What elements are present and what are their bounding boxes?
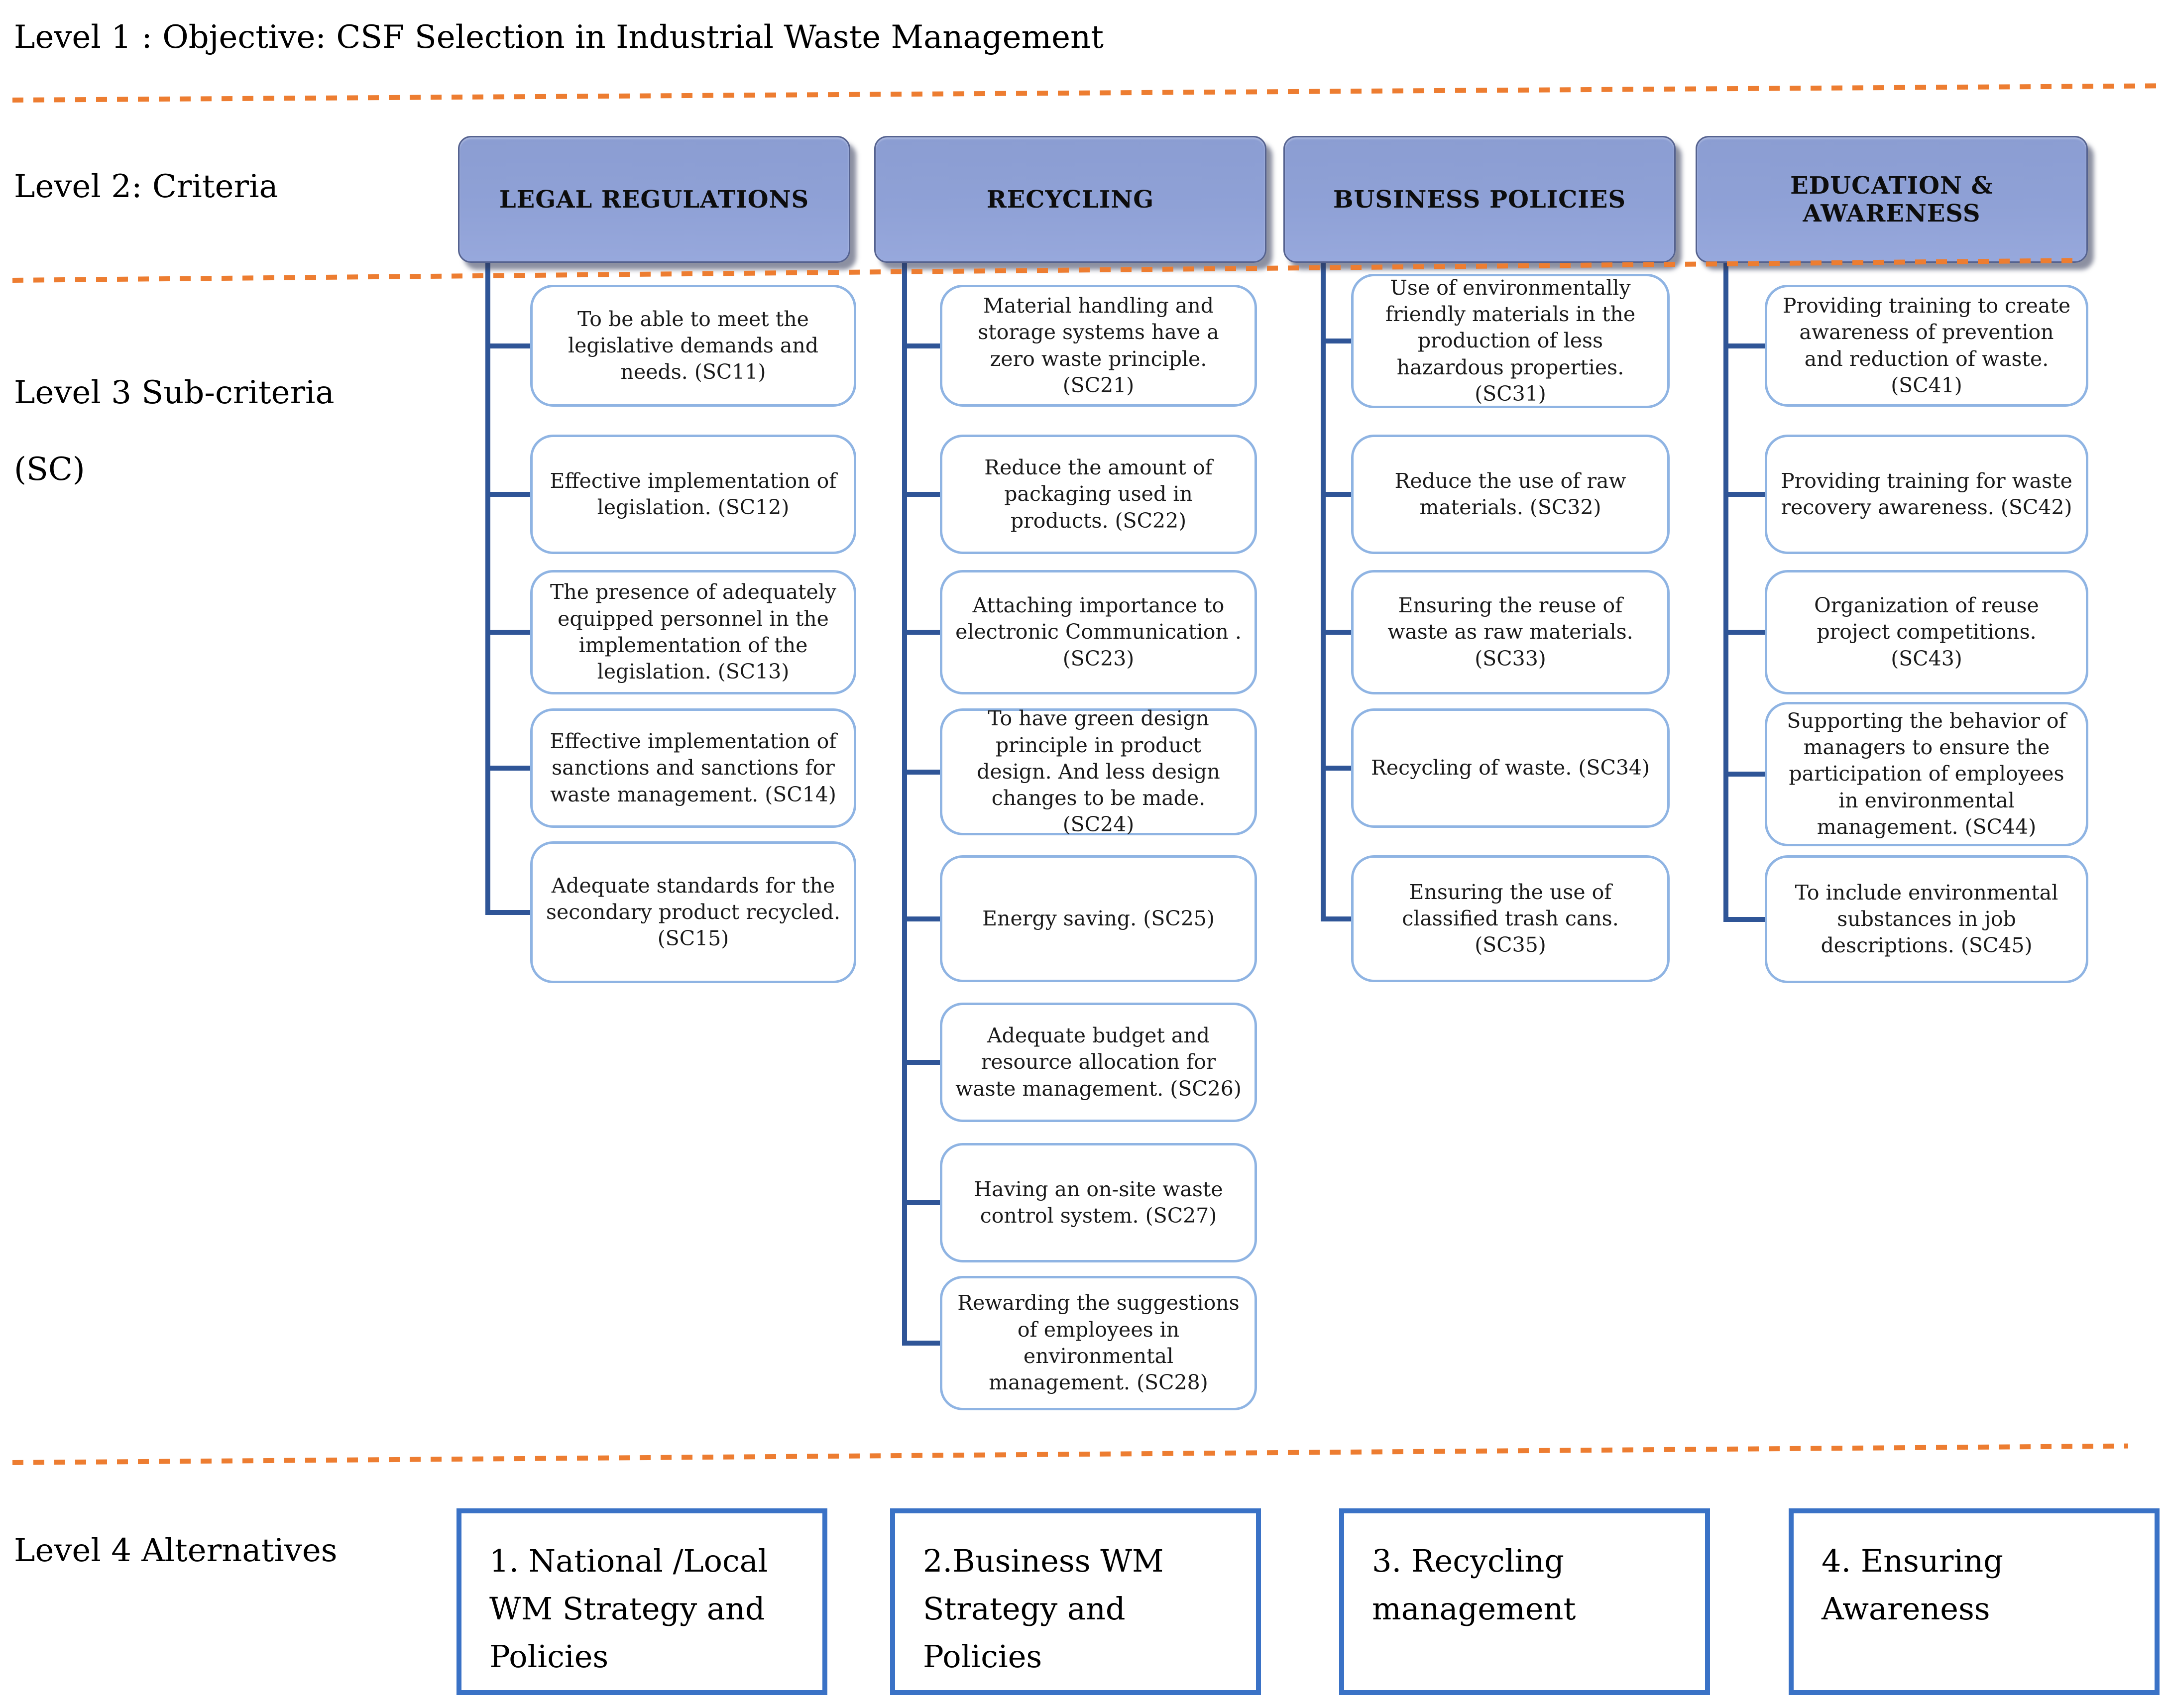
subcriteria-box-sc35-label: Ensuring the use of classified trash can…: [1402, 880, 1619, 957]
connector-stub-sc11: [485, 343, 530, 348]
subcriteria-box-sc42-label: Providing training for waste recovery aw…: [1781, 468, 2072, 519]
subcriteria-box-sc26: Adequate budget and resource allocation …: [940, 1003, 1257, 1122]
subcriteria-box-sc23-label: Attaching importance to electronic Commu…: [955, 593, 1242, 671]
connector-stub-sc22: [902, 492, 940, 497]
connector-stub-sc15: [485, 910, 530, 915]
criteria-box-legal-regulations-label: LEGAL REGULATIONS: [499, 185, 809, 214]
subcriteria-box-sc15: Adequate standards for the secondary pro…: [530, 841, 856, 983]
connector-stub-sc14: [485, 766, 530, 771]
alternative-box-1-label: 1. National /Local WM Strategy and Polic…: [489, 1543, 768, 1675]
subcriteria-box-sc13: The presence of adequately equipped pers…: [530, 570, 856, 694]
subcriteria-box-sc27: Having an on-site waste control system. …: [940, 1143, 1257, 1262]
level3-divider-dashed-line: [12, 1443, 2128, 1465]
subcriteria-box-sc42: Providing training for waste recovery aw…: [1765, 435, 2088, 554]
connector-stub-sc25: [902, 916, 940, 921]
level1-divider-dashed-line: [12, 83, 2158, 103]
alternative-box-2: 2.Business WM Strategy and Policies: [890, 1508, 1261, 1695]
subcriteria-box-sc11: To be able to meet the legislative deman…: [530, 285, 856, 407]
subcriteria-box-sc41-label: Providing training to create awareness o…: [1782, 293, 2071, 397]
connector-spine-legal-regulations: [485, 263, 490, 915]
connector-stub-sc34: [1321, 766, 1351, 771]
criteria-box-legal-regulations: LEGAL REGULATIONS: [458, 136, 850, 263]
level2-label: Level 2: Criteria: [14, 168, 278, 205]
criteria-box-education-awareness: EDUCATION & AWARENESS: [1696, 136, 2088, 263]
subcriteria-box-sc12-label: Effective implementation of legislation.…: [550, 468, 837, 519]
connector-stub-sc12: [485, 492, 530, 497]
subcriteria-box-sc43: Organization of reuse project competitio…: [1765, 570, 2088, 694]
subcriteria-box-sc13-label: The presence of adequately equipped pers…: [550, 580, 837, 684]
subcriteria-box-sc21-label: Material handling and storage systems ha…: [978, 293, 1219, 397]
criteria-box-business-policies: BUSINESS POLICIES: [1283, 136, 1676, 263]
subcriteria-box-sc25: Energy saving. (SC25): [940, 855, 1257, 982]
subcriteria-box-sc34-label: Recycling of waste. (SC34): [1370, 756, 1650, 780]
subcriteria-box-sc33-label: Ensuring the reuse of waste as raw mater…: [1387, 593, 1633, 671]
subcriteria-box-sc44-label: Supporting the behavior of managers to e…: [1787, 708, 2066, 839]
criteria-box-education-awareness-label: EDUCATION & AWARENESS: [1790, 171, 1993, 228]
alternative-box-3: 3. Recycling management: [1339, 1508, 1710, 1695]
alternative-box-1: 1. National /Local WM Strategy and Polic…: [456, 1508, 827, 1695]
connector-spine-business-policies: [1321, 263, 1326, 921]
alternative-box-3-label: 3. Recycling management: [1372, 1543, 1576, 1627]
subcriteria-box-sc26-label: Adequate budget and resource allocation …: [955, 1024, 1242, 1101]
connector-spine-recycling: [902, 263, 907, 1346]
subcriteria-box-sc35: Ensuring the use of classified trash can…: [1351, 855, 1670, 982]
subcriteria-box-sc28-label: Rewarding the suggestions of employees i…: [957, 1291, 1240, 1395]
connector-stub-sc43: [1723, 630, 1765, 635]
level1-title: Level 1 : Objective: CSF Selection in In…: [14, 19, 1104, 56]
criteria-box-business-policies-label: BUSINESS POLICIES: [1333, 185, 1626, 214]
connector-stub-sc21: [902, 343, 940, 348]
subcriteria-box-sc32: Reduce the use of raw materials. (SC32): [1351, 435, 1670, 554]
subcriteria-box-sc32-label: Reduce the use of raw materials. (SC32): [1394, 468, 1626, 519]
alternative-box-4-label: 4. Ensuring Awareness: [1822, 1543, 2003, 1627]
subcriteria-box-sc22: Reduce the amount of packaging used in p…: [940, 435, 1257, 554]
subcriteria-box-sc23: Attaching importance to electronic Commu…: [940, 570, 1257, 694]
connector-spine-education-awareness: [1723, 263, 1728, 922]
connector-stub-sc41: [1723, 343, 1765, 348]
connector-stub-sc26: [902, 1060, 940, 1065]
connector-stub-sc24: [902, 769, 940, 775]
subcriteria-box-sc34: Recycling of waste. (SC34): [1351, 708, 1670, 828]
connector-stub-sc27: [902, 1200, 940, 1205]
connector-stub-sc32: [1321, 492, 1351, 497]
connector-stub-sc33: [1321, 630, 1351, 635]
subcriteria-box-sc45-label: To include environmental substances in j…: [1795, 880, 2058, 958]
subcriteria-box-sc22-label: Reduce the amount of packaging used in p…: [984, 455, 1213, 533]
subcriteria-box-sc15-label: Adequate standards for the secondary pro…: [546, 873, 841, 951]
subcriteria-box-sc12: Effective implementation of legislation.…: [530, 435, 856, 554]
connector-stub-sc13: [485, 630, 530, 635]
alternative-box-4: 4. Ensuring Awareness: [1789, 1508, 2160, 1695]
subcriteria-box-sc25-label: Energy saving. (SC25): [982, 906, 1215, 930]
subcriteria-box-sc21: Material handling and storage systems ha…: [940, 285, 1257, 407]
connector-stub-sc35: [1321, 916, 1351, 921]
subcriteria-box-sc33: Ensuring the reuse of waste as raw mater…: [1351, 570, 1670, 694]
subcriteria-box-sc27-label: Having an on-site waste control system. …: [974, 1177, 1223, 1228]
subcriteria-box-sc43-label: Organization of reuse project competitio…: [1814, 593, 2039, 671]
criteria-box-recycling-label: RECYCLING: [986, 185, 1154, 214]
subcriteria-box-sc31-label: Use of environmentally friendly material…: [1385, 275, 1636, 406]
subcriteria-box-sc11-label: To be able to meet the legislative deman…: [568, 307, 819, 384]
connector-stub-sc44: [1723, 772, 1765, 777]
subcriteria-box-sc45: To include environmental substances in j…: [1765, 855, 2088, 983]
connector-stub-sc42: [1723, 492, 1765, 497]
subcriteria-box-sc44: Supporting the behavior of managers to e…: [1765, 702, 2088, 846]
subcriteria-box-sc24-label: To have green design principle in produc…: [977, 706, 1220, 837]
subcriteria-box-sc31: Use of environmentally friendly material…: [1351, 274, 1670, 408]
criteria-box-recycling: RECYCLING: [874, 136, 1266, 263]
level4-label: Level 4 Alternatives: [14, 1532, 338, 1569]
connector-stub-sc31: [1321, 339, 1351, 343]
subcriteria-box-sc41: Providing training to create awareness o…: [1765, 285, 2088, 407]
subcriteria-box-sc14-label: Effective implementation of sanctions an…: [550, 729, 837, 806]
level3-label-line1: Level 3 Sub-criteria: [14, 374, 335, 411]
connector-stub-sc28: [902, 1341, 940, 1346]
subcriteria-box-sc28: Rewarding the suggestions of employees i…: [940, 1276, 1257, 1410]
connector-stub-sc45: [1723, 916, 1765, 922]
connector-stub-sc23: [902, 630, 940, 635]
alternative-box-2-label: 2.Business WM Strategy and Policies: [923, 1543, 1164, 1675]
subcriteria-box-sc14: Effective implementation of sanctions an…: [530, 708, 856, 828]
subcriteria-box-sc24: To have green design principle in produc…: [940, 706, 1257, 837]
level3-label-line2: (SC): [14, 451, 85, 488]
